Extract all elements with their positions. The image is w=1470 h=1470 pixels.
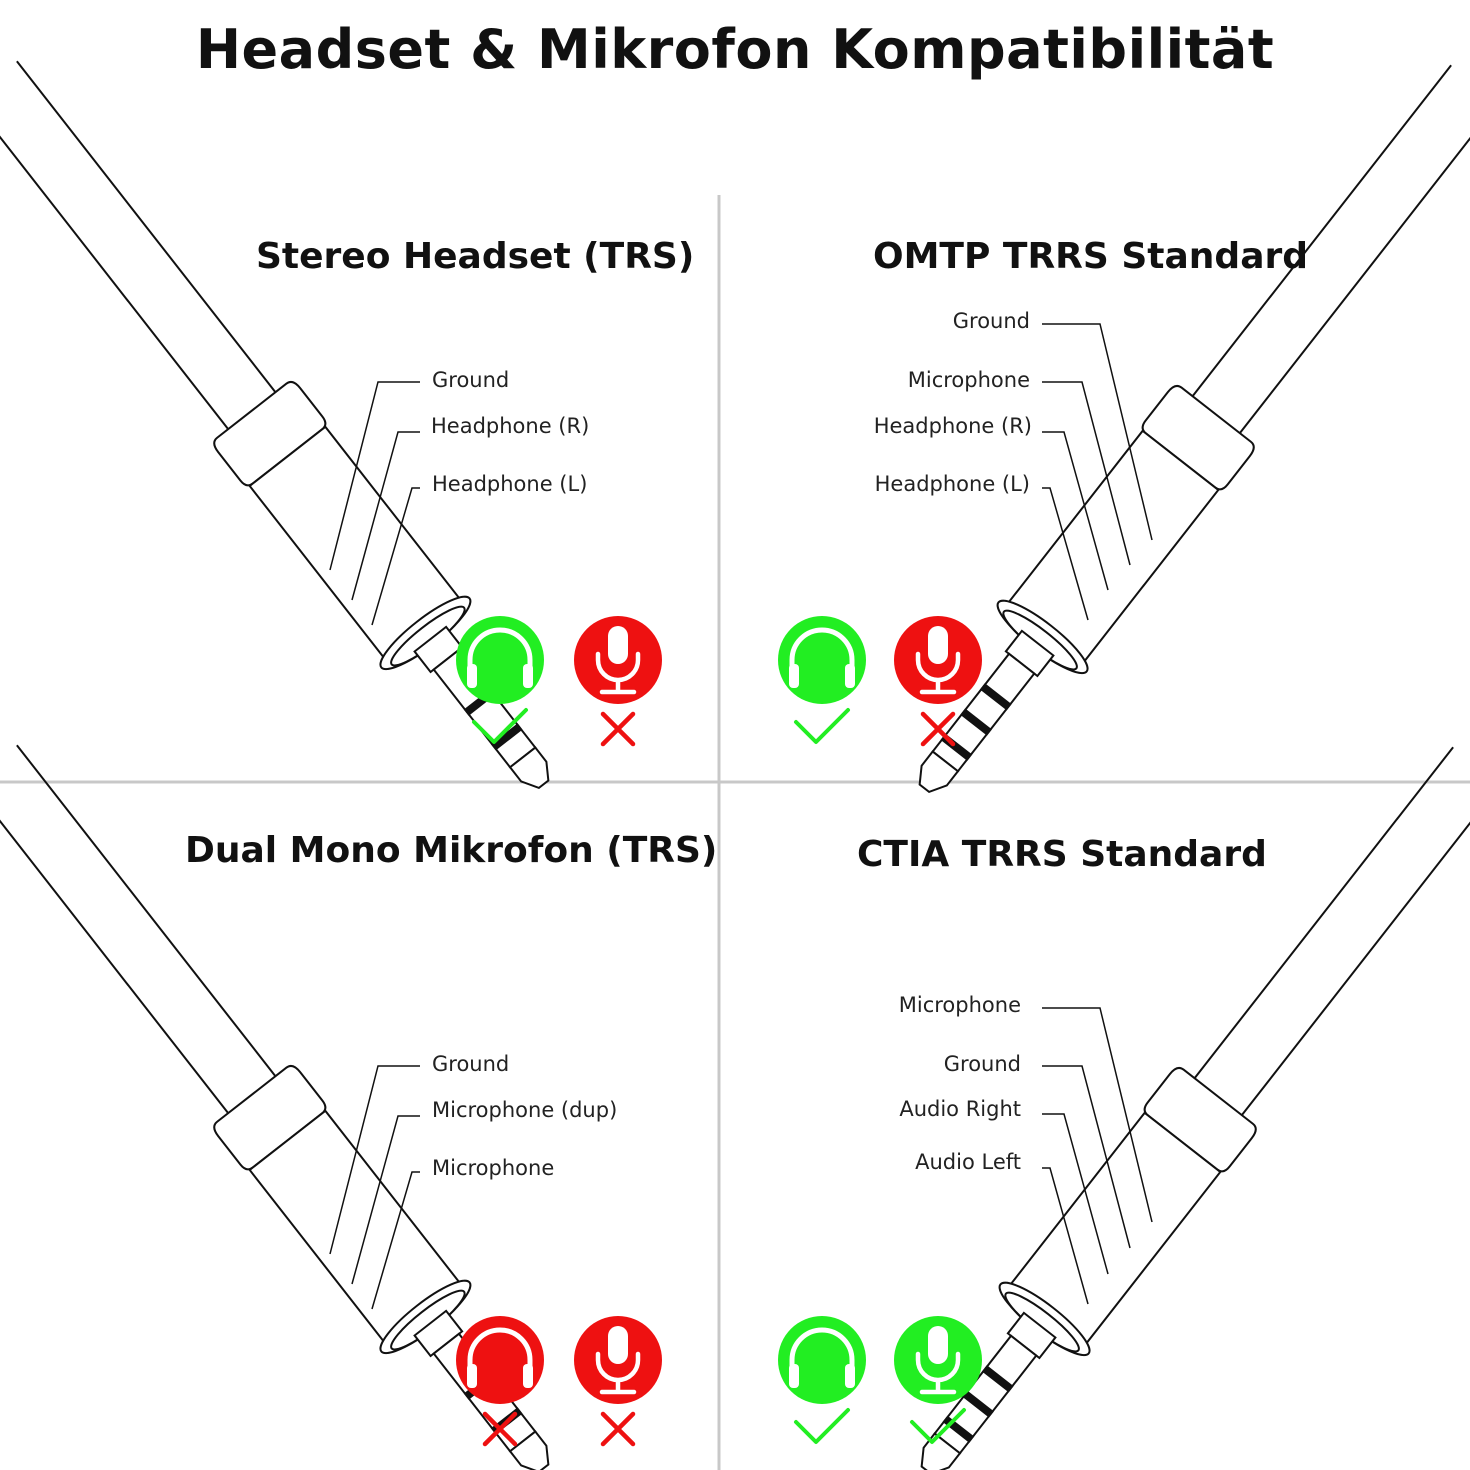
- cross-icon: [920, 711, 956, 747]
- pin-label-headphone-r: Headphone (R): [873, 414, 1032, 438]
- cross-icon: [600, 711, 636, 747]
- headphone-status-omtp-trrs: [778, 616, 866, 744]
- pin-label-ground: Ground: [952, 309, 1030, 333]
- pin-label-headphone-l: Headphone (L): [874, 472, 1030, 496]
- microphone-status-stereo-headset: [574, 616, 662, 747]
- cross-icon: [600, 1411, 636, 1447]
- microphone-status-ctia-trrs: [894, 1316, 982, 1444]
- quadrant-title-stereo-headset: Stereo Headset (TRS): [256, 236, 695, 277]
- check-icon: [910, 1408, 966, 1444]
- pin-label-microphone: Microphone: [432, 1156, 555, 1180]
- pin-label-ground: Ground: [432, 368, 510, 392]
- microphone-icon: [595, 626, 641, 695]
- check-icon: [794, 708, 850, 744]
- quadrant-title-dual-mono-mic: Dual Mono Mikrofon (TRS): [185, 830, 718, 871]
- headphone-status-dual-mono-mic: [456, 1316, 544, 1447]
- quadrant-title-omtp-trrs: OMTP TRRS Standard: [873, 236, 1309, 277]
- trrs-plug: [879, 48, 1470, 824]
- microphone-icon: [915, 626, 961, 695]
- cross-icon: [482, 1411, 518, 1447]
- microphone-icon: [595, 1326, 641, 1395]
- pin-label-microphone: Microphone: [898, 993, 1021, 1017]
- headphone-status-ctia-trrs: [778, 1316, 866, 1444]
- microphone-status-dual-mono-mic: [574, 1316, 662, 1447]
- check-icon: [794, 1408, 850, 1444]
- quadrant-title-ctia-trrs: CTIA TRRS Standard: [857, 834, 1267, 875]
- pin-label-microphone: Microphone: [907, 368, 1030, 392]
- headphone-icon: [789, 627, 855, 688]
- headphone-icon: [467, 627, 533, 688]
- page-title: Headset & Mikrofon Kompatibilität: [195, 18, 1275, 81]
- pin-label-microphone-dup: Microphone (dup): [432, 1098, 618, 1122]
- microphone-icon: [915, 1326, 961, 1395]
- pin-label-ground: Ground: [432, 1052, 510, 1076]
- microphone-status-omtp-trrs: [894, 616, 982, 747]
- headphone-icon: [789, 1327, 855, 1388]
- headphone-icon: [467, 1327, 533, 1388]
- headphone-status-stereo-headset: [456, 616, 544, 744]
- pin-label-ground: Ground: [943, 1052, 1021, 1076]
- pin-label-audio-left: Audio Left: [915, 1150, 1021, 1174]
- pin-label-headphone-r: Headphone (R): [431, 414, 590, 438]
- check-icon: [472, 708, 528, 744]
- pin-label-audio-right: Audio Right: [899, 1097, 1021, 1121]
- pin-label-headphone-l: Headphone (L): [432, 472, 588, 496]
